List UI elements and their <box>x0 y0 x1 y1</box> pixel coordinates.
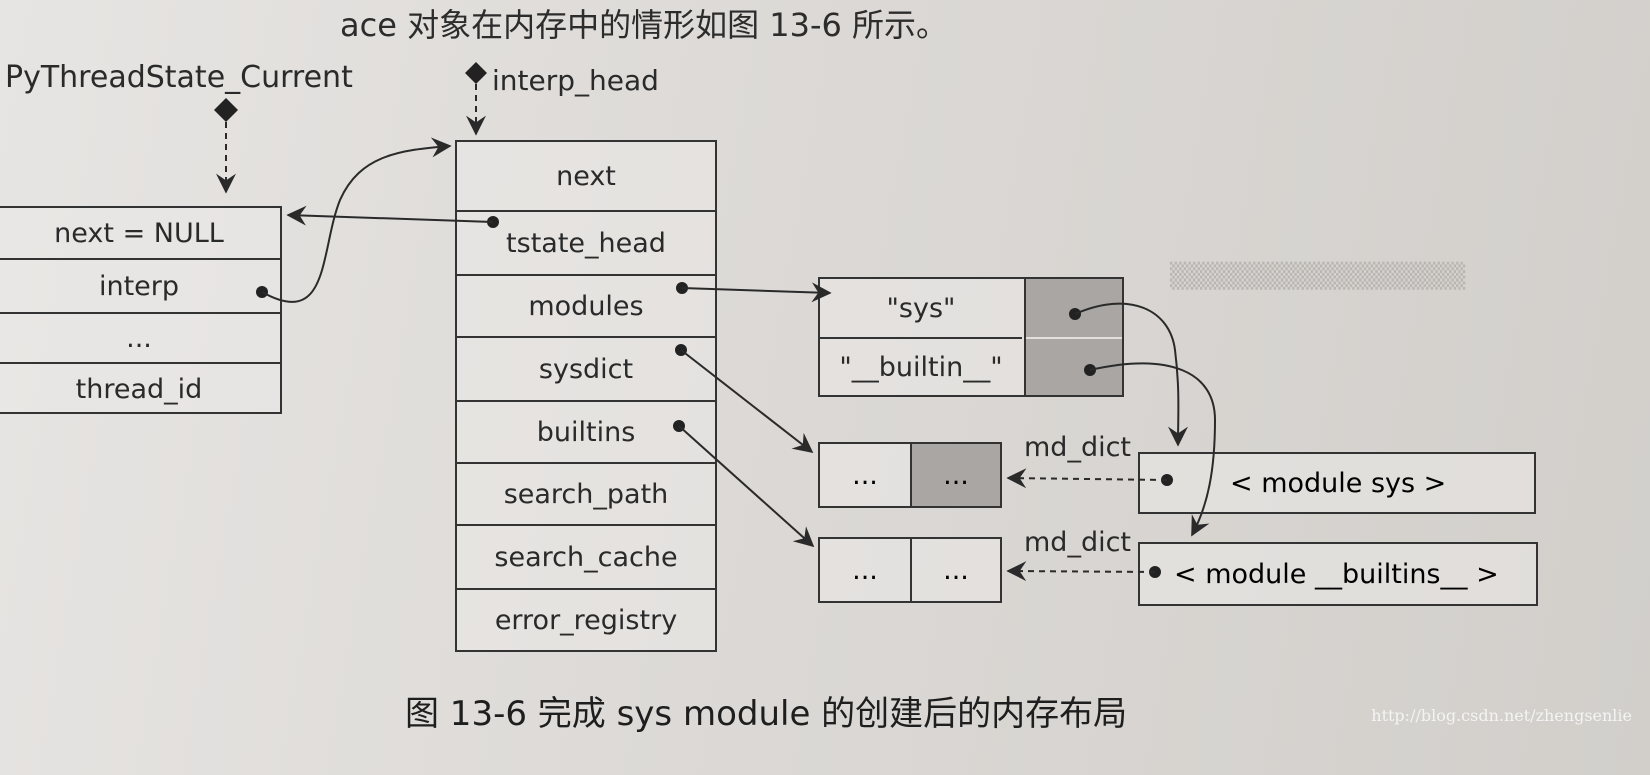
module-sys-box: < module sys > <box>1138 452 1536 514</box>
thread-field: interp <box>0 258 280 312</box>
modules-dict-key: "sys" <box>886 292 956 324</box>
column-divider <box>1024 279 1026 395</box>
top-text: ace 对象在内存中的情形如图 13-6 所示。 <box>340 6 949 44</box>
interp-field: tstate_head <box>457 210 715 274</box>
module-builtins-box: < module __builtins__ > <box>1138 542 1538 606</box>
watermark: http://blog.csdn.net/zhengsenlie <box>1371 706 1632 725</box>
module-sys-label: < module sys > <box>1230 467 1447 499</box>
interp-field: search_path <box>457 462 715 524</box>
figure-caption: 图 13-6 完成 sys module 的创建后的内存布局 <box>405 694 1128 734</box>
modules-dict-value <box>1026 279 1122 337</box>
current-pointer-label: PyThreadState_Current <box>5 60 353 95</box>
thread-field: next = NULL <box>54 217 224 249</box>
sys-dict-cell: ... <box>852 459 878 491</box>
interp-field: modules <box>457 274 715 336</box>
md-dict-label-sys: md_dict <box>1024 432 1132 463</box>
thread-field: ... <box>0 312 280 362</box>
interp-field: builtins <box>457 400 715 462</box>
builtin-module-arrow <box>1084 362 1217 537</box>
modules-dict-key: "__builtin__" <box>820 337 1022 395</box>
md-dict-sys-arrow <box>1006 468 1173 489</box>
modules-arrow <box>676 282 832 303</box>
current-pointer-arrow <box>214 98 238 194</box>
sysdict-arrow <box>675 344 814 454</box>
interp-field: search_cache <box>457 524 715 588</box>
sys-module-arrow <box>1069 302 1189 447</box>
thread-field: thread_id <box>0 362 280 414</box>
column-divider <box>910 539 912 601</box>
builtin-dict-cell: ... <box>852 554 878 586</box>
thread-state-box: next = NULL interp ... thread_id <box>0 206 282 414</box>
md-dict-builtins-arrow <box>1006 561 1161 582</box>
sys-dict-box: ... ... <box>818 442 1002 508</box>
sys-dict-cell: ... <box>912 444 1000 506</box>
interp-head-pointer-arrow <box>465 62 487 136</box>
module-builtins-label: < module __builtins__ > <box>1174 558 1499 590</box>
builtin-dict-cell: ... <box>943 554 969 586</box>
builtin-dict-box: ... ... <box>818 537 1002 603</box>
modules-dict-box: "sys" "__builtin__" <box>818 277 1124 397</box>
md-dict-label-builtins: md_dict <box>1024 527 1132 558</box>
interp-head-label: interp_head <box>492 64 659 97</box>
interp-field: next <box>556 160 616 192</box>
interp-state-box: next tstate_head modules sysdict builtin… <box>455 140 717 652</box>
interp-field: sysdict <box>457 336 715 400</box>
builtins-arrow <box>673 420 815 548</box>
interp-field: error_registry <box>457 588 715 650</box>
column-divider <box>910 444 912 506</box>
tstate-head-arrow <box>286 205 499 228</box>
interp-arrow <box>256 137 452 303</box>
background-text: ▒▒▒▒▒▒▒▒▒▒▒▒▒▒▒▒ <box>1170 262 1466 290</box>
